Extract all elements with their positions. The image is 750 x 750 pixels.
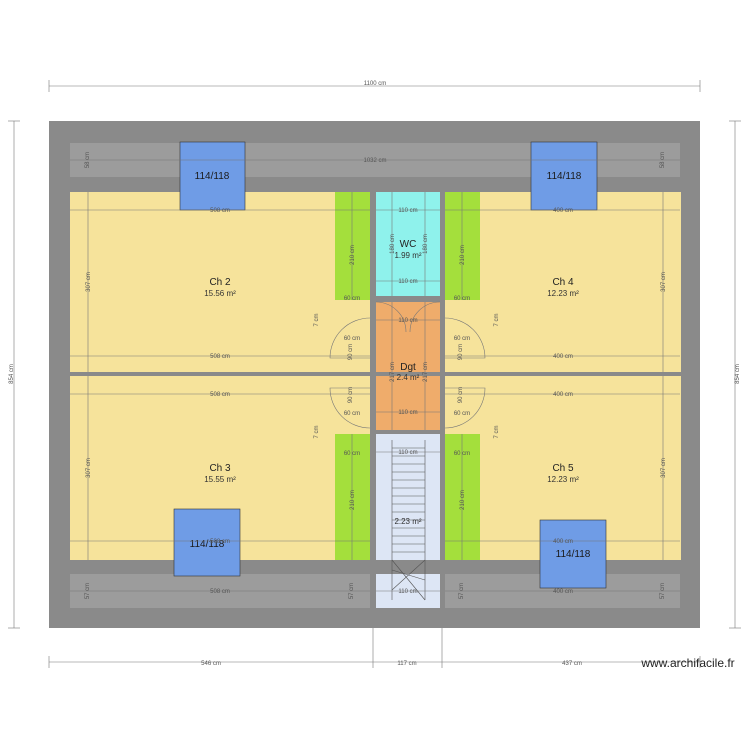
dim-gap-left-bottom: 7 cm [314,425,320,438]
wall-h-wc [376,296,440,302]
dim-closet-ch3-height: 210 cm [350,490,356,510]
room-ch5-name: Ch 5 [552,463,574,474]
window-top-right-label: 114/118 [547,171,582,182]
dim-ch3-height: 307 cm [86,458,92,478]
wall-h-dgt [376,430,440,434]
dim-bottom-strip-left-width: 508 cm [210,589,230,595]
room-ch5-area: 12.23 m² [547,475,579,484]
dim-ch5-width-top: 400 cm [553,392,573,398]
dim-bottom-left: 546 cm [201,661,221,667]
dim-closet-ch2-height: 210 cm [350,245,356,265]
wall-v-right [440,188,445,608]
dim-top-strip-height-left: 58 cm [85,152,91,168]
dim-closet-ch2-width: 60 cm [344,296,360,302]
dim-door-left-top: 90 cm [348,344,354,360]
dim-wc-height-left: 180 cm [390,234,396,254]
dim-closet-ch3-width-2: 60 cm [344,411,360,417]
dim-closet-ch5-width-2: 60 cm [454,411,470,417]
dim-ch5-width-bottom: 400 cm [553,539,573,545]
dim-wc-width-top: 110 cm [398,208,417,214]
dim-overall-height-right: 854 cm [735,364,741,384]
dim-dgt-height-left: 217 cm [390,362,396,382]
dim-closet-ch5-height: 210 cm [460,490,466,510]
dim-ch2-width-bottom: 508 cm [210,354,230,360]
dim-door-left-bottom: 90 cm [348,387,354,403]
dim-top-strip: 1032 cm [363,158,386,164]
room-ch3-name: Ch 3 [209,463,231,474]
room-dgt-area: 2.4 m² [397,373,420,382]
room-ch2-area: 15.56 m² [204,289,236,298]
dim-closet-ch5-width: 60 cm [454,451,470,457]
dim-ch3-width-bottom: 508 cm [210,539,230,545]
dim-door-right-top: 90 cm [458,344,464,360]
room-dgt-name: Dgt [400,362,416,373]
dim-bottom-strip-height-c1: 57 cm [349,583,355,599]
closet-ch3[interactable] [335,434,370,560]
dim-overall-width: 1100 cm [364,81,387,87]
dim-ch4-width-bottom: 400 cm [553,354,573,360]
dim-gap-right-bottom: 7 cm [494,425,500,438]
dimension-lines [8,80,741,668]
dim-top-strip-height-right: 58 cm [660,152,666,168]
watermark: www.archifacile.fr [640,656,734,670]
dim-ch4-width-top: 400 cm [553,208,573,214]
room-ch2[interactable] [70,192,370,372]
dim-closet-ch3-width: 60 cm [344,451,360,457]
dim-wc-height-right: 180 cm [423,234,429,254]
window-top-left[interactable] [179,141,246,211]
window-bottom-left-label: 114/118 [190,539,225,550]
dim-dgt-width-top: 110 cm [398,318,417,324]
dim-dgt-height-right: 217 cm [423,362,429,382]
dim-closet-ch4-width: 60 cm [454,296,470,302]
dim-gap-left-top: 7 cm [314,313,320,326]
stair-steps [391,440,426,601]
room-ch3-area: 15.55 m² [204,475,236,484]
room-ch2-name: Ch 2 [209,277,231,288]
dim-ch2-width-top: 508 cm [210,208,230,214]
door-swings [329,301,486,429]
dim-overall-height-left: 854 cm [9,364,15,384]
room-ch4[interactable] [445,192,681,372]
dim-bottom-right: 437 cm [562,661,582,667]
dim-bottom-strip-right-width: 400 cm [553,589,573,595]
dim-ch4-height: 307 cm [661,272,667,292]
dim-closet-ch4-width-2: 60 cm [454,336,470,342]
dim-bottom-strip-height-right: 57 cm [660,583,666,599]
window-bottom-left[interactable] [173,508,241,577]
dim-ch5-height: 307 cm [661,458,667,478]
room-wc-name: WC [400,239,417,250]
dim-stair-width-bottom: 110 cm [398,589,417,595]
dim-bottom-strip-height-c2: 57 cm [459,583,465,599]
dim-wc-width-bottom: 110 cm [398,279,417,285]
stair-area-label: 2.23 m² [394,517,421,526]
dim-stair-width-top: 110 cm [398,450,417,456]
dim-bottom-mid: 117 cm [397,661,416,667]
dim-door-right-bottom: 90 cm [458,387,464,403]
window-top-left-label: 114/118 [195,171,230,182]
room-ch4-name: Ch 4 [552,277,574,288]
dim-closet-ch4-height: 210 cm [460,245,466,265]
room-ch4-area: 12.23 m² [547,289,579,298]
window-bottom-right-label: 114/118 [556,549,591,560]
dim-gap-right-top: 7 cm [494,313,500,326]
dim-ch3-width-top: 508 cm [210,392,230,398]
room-dgt[interactable] [376,302,440,430]
dim-dgt-width-bottom: 110 cm [398,410,417,416]
dim-bottom-strip-height-left: 57 cm [85,583,91,599]
wall-v-left [370,188,376,608]
room-wc[interactable] [376,192,440,296]
dim-closet-ch2-width-2: 60 cm [344,336,360,342]
window-bottom-right[interactable] [539,519,607,589]
closet-ch5[interactable] [445,434,480,560]
dim-ch2-height: 307 cm [86,272,92,292]
room-wc-area: 1.99 m² [394,251,421,260]
window-top-right[interactable] [530,141,598,211]
